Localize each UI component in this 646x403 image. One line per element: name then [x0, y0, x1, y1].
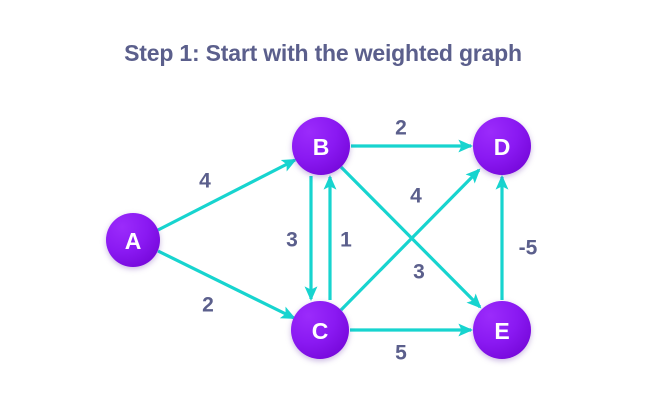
node-c-circle[interactable]: [291, 301, 349, 359]
node-a-circle[interactable]: [106, 213, 160, 267]
page-title: Step 1: Start with the weighted graph: [124, 40, 522, 66]
weight-b-c: 3: [286, 229, 298, 252]
weight-e-d: -5: [519, 237, 538, 260]
edge-b-e: [339, 165, 482, 309]
weight-a-b: 4: [199, 170, 211, 193]
edge-a-c: [157, 249, 296, 320]
node-e-circle[interactable]: [473, 301, 531, 359]
edge-a-b: [157, 158, 297, 232]
weight-b-d: 2: [395, 117, 407, 140]
weight-c-b: 1: [340, 229, 352, 252]
weight-c-d: 4: [410, 185, 422, 208]
edges-layer: [157, 139, 509, 337]
node-d[interactable]: D: [473, 117, 531, 175]
node-d-circle[interactable]: [473, 117, 531, 175]
weights-layer: 4 2 2 3 1 4 3 5 -5: [199, 117, 537, 365]
weight-a-c: 2: [202, 294, 214, 317]
weight-c-e: 5: [395, 342, 407, 365]
weight-b-e: 3: [413, 261, 425, 284]
node-b[interactable]: B: [292, 117, 350, 175]
node-a[interactable]: A: [106, 213, 160, 267]
node-e[interactable]: E: [473, 301, 531, 359]
node-b-circle[interactable]: [292, 117, 350, 175]
edge-c-d: [339, 168, 481, 312]
nodes-layer: A B C D E: [106, 117, 531, 359]
node-c[interactable]: C: [291, 301, 349, 359]
